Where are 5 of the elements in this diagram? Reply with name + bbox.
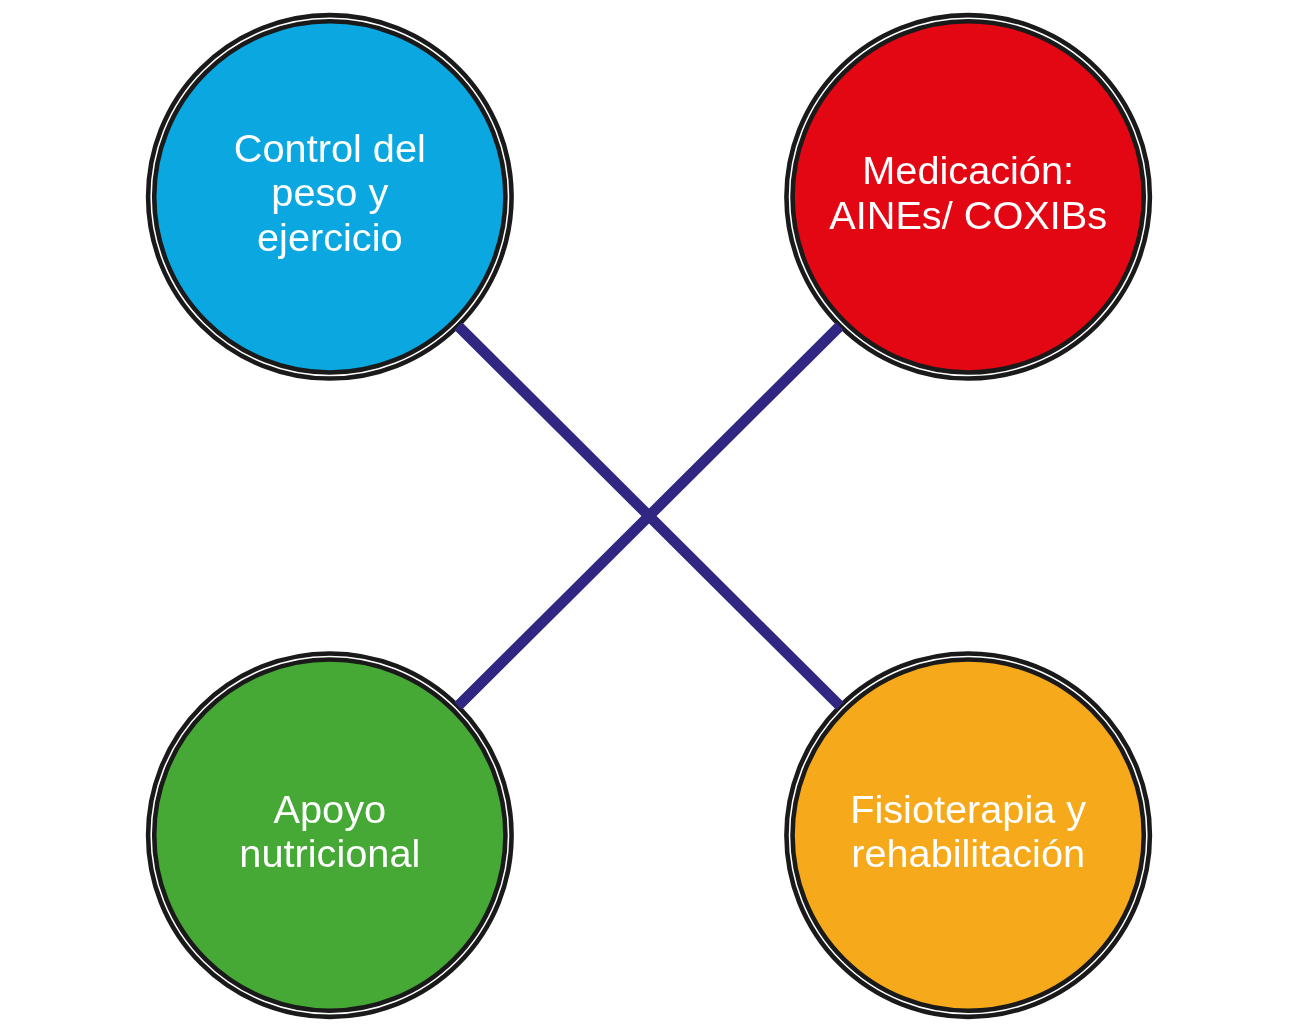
node-circle: Medicación: AINEs/ COXIBs: [783, 12, 1152, 381]
node-circle: Fisioterapia y rehabilitación: [783, 650, 1152, 1019]
node-circle: Apoyo nutricional: [145, 650, 514, 1019]
node-circle: Control del peso y ejercicio: [145, 12, 514, 381]
connector: [453, 321, 844, 710]
